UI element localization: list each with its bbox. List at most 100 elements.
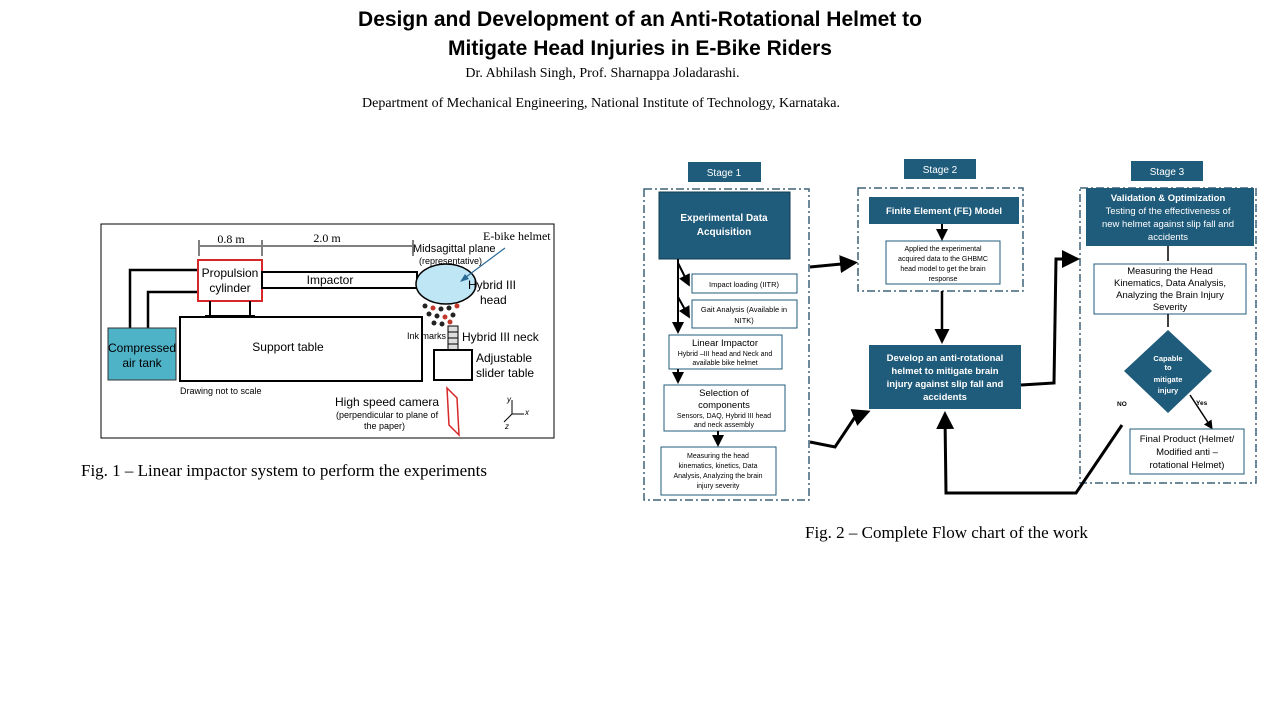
stage1-measuring-line4: injury severity (697, 483, 740, 490)
stage3-measuring-line4: Severity (1153, 302, 1188, 313)
axis-x-label: x (524, 408, 530, 417)
decision-line4: injury (1158, 386, 1179, 395)
adjustable-slider-table (433, 349, 473, 381)
page-title-line2: Mitigate Head Injuries in E-Bike Riders (448, 37, 832, 60)
stage3-label: Stage 3 (1150, 167, 1185, 178)
experimental-data-acquisition-box (658, 191, 791, 260)
support-table-label: Support table (252, 340, 324, 354)
validation-line2: new helmet against slip fall and (1102, 219, 1234, 230)
not-to-scale-label: Drawing not to scale (180, 386, 262, 396)
no-label: NO (1117, 401, 1127, 408)
stage1-measuring-box (660, 446, 777, 496)
develop-line4: accidents (923, 392, 967, 403)
experimental-label-1: Experimental Data (680, 213, 768, 224)
impactor-label: Impactor (307, 273, 354, 287)
selection-line1: Selection of (699, 388, 749, 399)
impact-loading-box (691, 273, 798, 294)
propulsion-label-1: Propulsion (202, 266, 259, 280)
linear-impactor-box (668, 334, 783, 370)
validation-line3: accidents (1148, 232, 1188, 243)
figure2-flowchart: Stage 1 Stage 2 Stage 3 Experimental Dat… (643, 159, 1257, 501)
develop-helmet-box (869, 345, 1021, 409)
axis-y-label: y (506, 395, 512, 404)
final-line2: Modified anti – (1156, 447, 1219, 458)
figure2-caption: Fig. 2 – Complete Flow chart of the work (805, 523, 1088, 542)
applied-data-box (885, 240, 1001, 285)
propulsion-cylinder (197, 259, 263, 302)
stage3-measuring-box (1093, 263, 1247, 315)
camera-label-1: High speed camera (335, 395, 439, 409)
selection-line4: and neck assembly (694, 422, 754, 429)
ebike-helmet-label: E-bike helmet (483, 229, 551, 243)
camera-label-2: (perpendicular to plane of (336, 410, 439, 420)
applied-line3: head model to get the brain (900, 266, 985, 273)
compressed-label-1: Compressed (108, 341, 176, 355)
fe-model-label: Finite Element (FE) Model (886, 206, 1002, 217)
stage1-label-box (688, 162, 761, 182)
linear-impactor-line2: available bike helmet (692, 360, 757, 367)
figure1-diagram: 0.8 m 2.0 m Compressed air tank Propulsi… (100, 223, 555, 439)
experimental-label-2: Acquisition (697, 227, 751, 238)
stage1-measuring-line2: kinematics, kinetics, Data (679, 463, 758, 470)
figure1-caption: Fig. 1 – Linear impactor system to perfo… (81, 461, 488, 480)
midsagittal-label-1: Midsagittal plane (413, 243, 496, 255)
develop-line1: Develop an anti-rotational (887, 353, 1004, 364)
hybrid-head-label-1: Hybrid III (468, 278, 516, 292)
decision-line1: Capable (1153, 354, 1182, 363)
stage2-label-box (904, 159, 976, 179)
linear-impactor-title: Linear Impactor (692, 338, 758, 349)
compressed-air-tank (107, 327, 177, 381)
validation-box (1086, 188, 1254, 246)
stage1-measuring-line3: Analysis, Analyzing the brain (673, 473, 762, 480)
axis-z-label: z (504, 422, 509, 431)
final-line1: Final Product (Helmet/ (1140, 434, 1235, 445)
propulsion-label-2: cylinder (209, 281, 250, 295)
dim-label-2-0: 2.0 m (313, 231, 341, 245)
decision-line3: mitigate (1154, 375, 1183, 384)
selection-components-box (663, 384, 786, 432)
final-line3: rotational Helmet) (1150, 460, 1225, 471)
camera-label-3: the paper) (364, 421, 405, 431)
capable-decision-diamond (1124, 330, 1212, 413)
selection-line3: Sensors, DAQ, Hybrid III head (677, 413, 771, 420)
department: Department of Mechanical Engineering, Na… (362, 96, 840, 111)
hybrid-head-label-2: head (480, 293, 507, 307)
hybrid-neck-label: Hybrid III neck (462, 330, 540, 344)
stage2-panel (857, 187, 1024, 292)
stage2-label: Stage 2 (923, 165, 958, 176)
support-table (179, 316, 423, 382)
stage3-measuring-line3: Analyzing the Brain Injury (1116, 290, 1224, 301)
stage1-measuring-line1: Measuring the head (687, 453, 749, 460)
applied-line4: response (929, 276, 958, 283)
linear-impactor-line1: Hybrid –III head and Neck and (678, 351, 773, 358)
gait-label-2: NITK) (734, 316, 754, 325)
fe-model-box (869, 197, 1019, 224)
compressed-label-2: air tank (122, 356, 162, 370)
applied-line1: Applied the experimental (904, 246, 981, 253)
decision-line2: to (1164, 363, 1171, 372)
develop-line2: helmet to mitigate brain (891, 366, 998, 377)
selection-line2: components (698, 400, 750, 411)
develop-line3: injury against slip fall and (887, 379, 1004, 390)
applied-line2: acquired data to the GHBMC (898, 256, 988, 263)
slider-label-1: Adjustable (476, 351, 532, 365)
page-title-line1: Design and Development of an Anti-Rotati… (358, 8, 922, 31)
yes-label: Yes (1196, 400, 1208, 407)
hybrid-head-helmet (415, 263, 477, 305)
validation-line1: Testing of the effectiveness of (1106, 206, 1231, 217)
air-pipe-upper (128, 268, 198, 328)
stage3-label-box (1131, 161, 1203, 181)
ink-marks-label: Ink marks (407, 331, 447, 341)
stage3-measuring-line2: Kinematics, Data Analysis, (1114, 278, 1226, 289)
impact-loading-label: Impact loading (IITR) (709, 280, 780, 289)
stage1-label: Stage 1 (707, 168, 742, 179)
stage1-panel (643, 188, 810, 501)
final-product-box (1129, 428, 1245, 475)
high-speed-camera-icon (446, 386, 460, 437)
stage3-measuring-line1: Measuring the Head (1127, 266, 1213, 277)
dim-label-0-8: 0.8 m (217, 232, 245, 246)
gait-label-1: Gait Analysis (Available in (701, 305, 787, 314)
gait-analysis-box (691, 299, 798, 329)
air-pipe-lower (146, 290, 198, 328)
midsagittal-label-2: (representative) (419, 256, 482, 266)
